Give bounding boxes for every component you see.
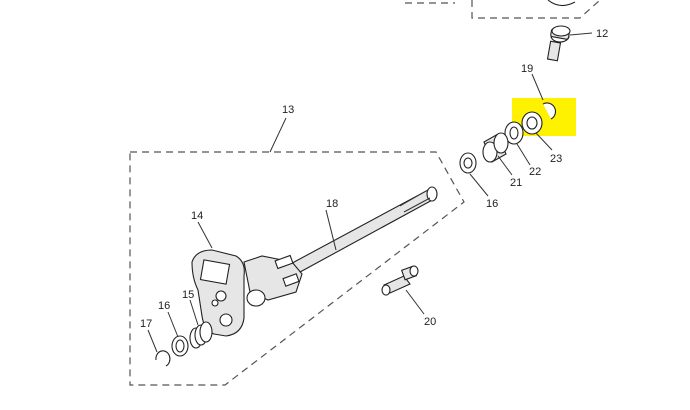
leader-19 (531, 73, 544, 101)
callout-14: 14 (191, 210, 203, 222)
washer-23 (521, 111, 543, 135)
leader-16-left (167, 311, 179, 338)
leader-21 (497, 155, 513, 176)
leader-16-right (469, 173, 489, 197)
upper-assembly-box (471, 0, 601, 19)
spring-15 (189, 321, 213, 349)
bushing-21 (482, 132, 509, 163)
callout-17: 17 (140, 318, 152, 330)
leader-13 (269, 117, 287, 153)
washer-22 (504, 121, 524, 145)
upper-part-fragment (547, 0, 576, 7)
selector-plate-14 (191, 249, 245, 337)
leader-17 (147, 329, 158, 353)
circlip-17 (155, 350, 171, 367)
pin-20 (381, 265, 419, 296)
callout-12: 12 (596, 28, 608, 40)
washer-16-left (171, 335, 189, 357)
leader-23 (535, 132, 553, 151)
callout-22: 22 (529, 166, 541, 178)
callout-16-right: 16 (486, 198, 498, 210)
leader-14 (197, 221, 213, 249)
washer-16-right (459, 152, 477, 174)
assembly-box-13 (129, 151, 465, 386)
callout-16-left: 16 (158, 300, 170, 312)
bolt-12 (546, 25, 593, 62)
callout-23: 23 (550, 153, 562, 165)
callout-19: 19 (521, 63, 533, 75)
callout-15: 15 (182, 289, 194, 301)
leader-15 (189, 299, 199, 326)
callout-13: 13 (282, 104, 294, 116)
leader-18 (325, 209, 337, 251)
callout-18: 18 (326, 198, 338, 210)
callout-20: 20 (424, 316, 436, 328)
pawl-carrier (243, 254, 303, 307)
leader-20 (405, 289, 425, 315)
circlip-19 (542, 102, 557, 120)
leader-22 (516, 143, 531, 166)
callout-21: 21 (510, 177, 522, 189)
